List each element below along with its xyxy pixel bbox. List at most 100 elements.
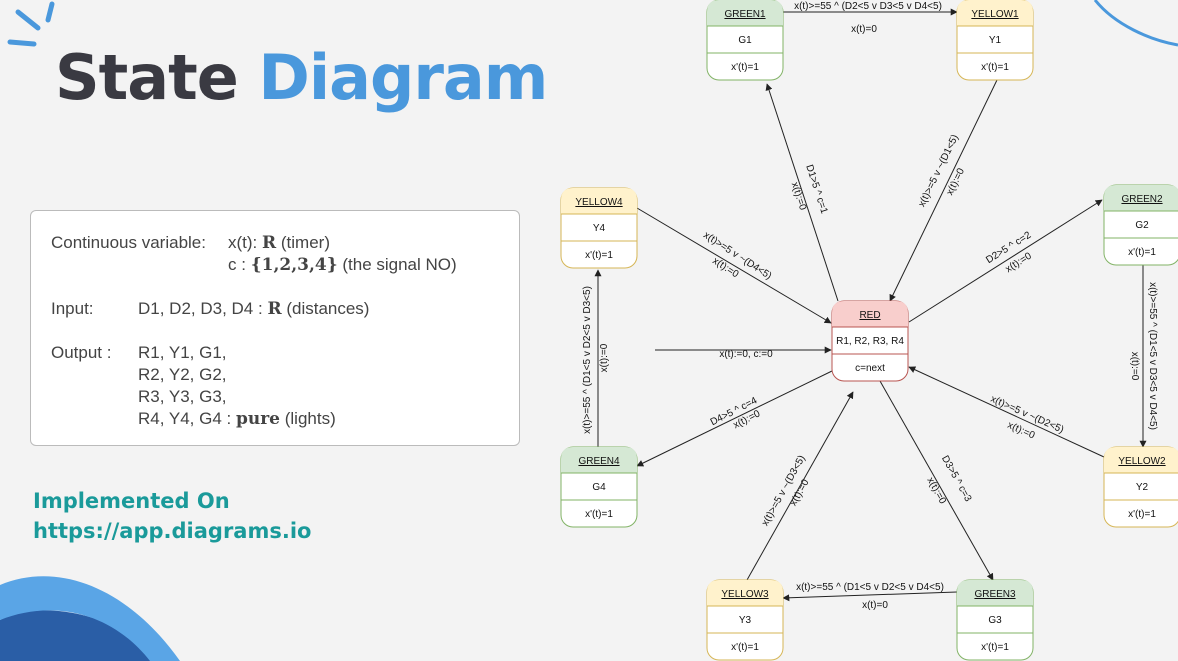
state-output: R1, R2, R3, R4 [836,336,904,347]
state-output: Y2 [1136,482,1149,493]
input-label: Input: [51,299,94,318]
corner-swoosh [1093,0,1178,47]
output-line-2: R2, Y2, G2, [138,365,227,384]
transition-arrow [636,207,832,324]
transition-reset: x(t)=0 [851,24,877,35]
state-name: YELLOW1 [971,9,1019,20]
input-desc: (distances) [286,299,370,318]
state-name: GREEN2 [1121,194,1163,205]
transition-guard: x(t)>=55 ^ (D2<5 v D3<5 v D4<5) [794,1,942,12]
state-output: G2 [1135,220,1149,231]
state-header [1104,447,1178,473]
state-flow: x'(t)=1 [981,642,1009,653]
continuous-label: Continuous variable: [51,233,206,252]
state-flow: x'(t)=1 [981,62,1009,73]
state-flow: x'(t)=1 [1128,247,1156,258]
transition-guard: x(t)>=55 ^ (D1<5 v D3<5 v D4<5) [1147,282,1158,430]
state-name: RED [859,310,880,321]
state-flow: x'(t)=1 [1128,509,1156,520]
c-var: c : [228,255,246,274]
state-flow: c=next [855,363,885,374]
state-name: YELLOW3 [721,589,769,600]
implemented-link[interactable]: https://app.diagrams.io [33,519,312,543]
transition-guard: x(t)>=55 ^ (D1<5 v D2<5 v D3<5) [582,286,593,434]
state-name: GREEN4 [578,456,620,467]
transition-arrow [889,79,998,302]
state-output: G3 [988,615,1002,626]
c-desc: (the signal NO) [342,255,457,274]
state-output: Y4 [593,223,606,234]
state-flow: x'(t)=1 [585,250,613,261]
output-desc: (lights) [284,409,336,428]
transition-reset: x(t):=0 [1006,420,1037,442]
transition-arrow [879,380,994,581]
state-header [832,301,908,327]
transition-arrow [636,370,833,467]
state-header [707,0,783,26]
output-line-1: R1, Y1, G1, [138,343,227,362]
transition-guard: x(t)>=55 ^ (D1<5 v D2<5 v D4<5) [796,582,944,593]
state-flow: x'(t)=1 [585,509,613,520]
transition-arrow [765,83,839,302]
output-last: R4, Y4, G4 : [138,409,232,428]
corner-wave-dark [0,610,170,661]
state-flow: x'(t)=1 [731,62,759,73]
title-part-2: Diagram [258,41,548,114]
state-header [957,0,1033,26]
c-var-line: c : {1,2,3,4} (the signal NO) [228,255,457,275]
corner-wave-light [0,576,180,661]
transition-reset: x(t):=0 [789,181,808,212]
state-header [561,447,637,473]
state-header [1104,185,1178,211]
state-name: GREEN1 [724,9,766,20]
transition-arrow [782,591,958,602]
variables-box: Continuous variable: x(t): R (timer) c :… [30,210,520,446]
page-title: State Diagram [55,38,548,118]
state-header [561,188,637,214]
state-output: Y3 [739,615,752,626]
state-flow: x'(t)=1 [731,642,759,653]
output-label: Output : [51,343,112,362]
state-output: Y1 [989,35,1002,46]
state-output: G4 [592,482,606,493]
transition-reset: x(t):=0 [1129,352,1140,381]
state-header [957,580,1033,606]
x-desc: (timer) [280,233,330,252]
output-line-3: R3, Y3, G3, [138,387,227,406]
transition-arrow [908,366,1105,458]
transition-reset: x(t):=0 [599,343,610,372]
state-name: YELLOW4 [575,197,623,208]
c-set: {1,2,3,4} [250,255,338,275]
transition-arrow [908,199,1103,323]
state-red[interactable]: RED R1, R2, R3, R4 c=next [831,300,909,382]
implemented-label: Implemented On [33,489,230,513]
sparkle-lines [7,1,55,47]
transition-arrow [746,391,854,581]
transition-reset: x(t):=0 [924,476,948,507]
state-header [707,580,783,606]
state-name: GREEN3 [974,589,1016,600]
input-vars: D1, D2, D3, D4 : [138,299,263,318]
state-name: YELLOW2 [1118,456,1166,467]
x-var: x(t): [228,233,258,252]
implemented-on: Implemented On https://app.diagrams.io [33,486,311,546]
state-output: G1 [738,35,752,46]
output-line-4: R4, Y4, G4 : pure (lights) [138,409,336,429]
output-pure: pure [235,409,280,429]
x-var-line: x(t): R (timer) [228,233,330,253]
transition-reset: x(t):=0, c:=0 [719,349,773,360]
title-part-1: State [55,41,239,114]
input-line: D1, D2, D3, D4 : R (distances) [138,299,369,319]
input-set: R [267,299,282,319]
transition-reset: x(t)=0 [862,600,888,611]
